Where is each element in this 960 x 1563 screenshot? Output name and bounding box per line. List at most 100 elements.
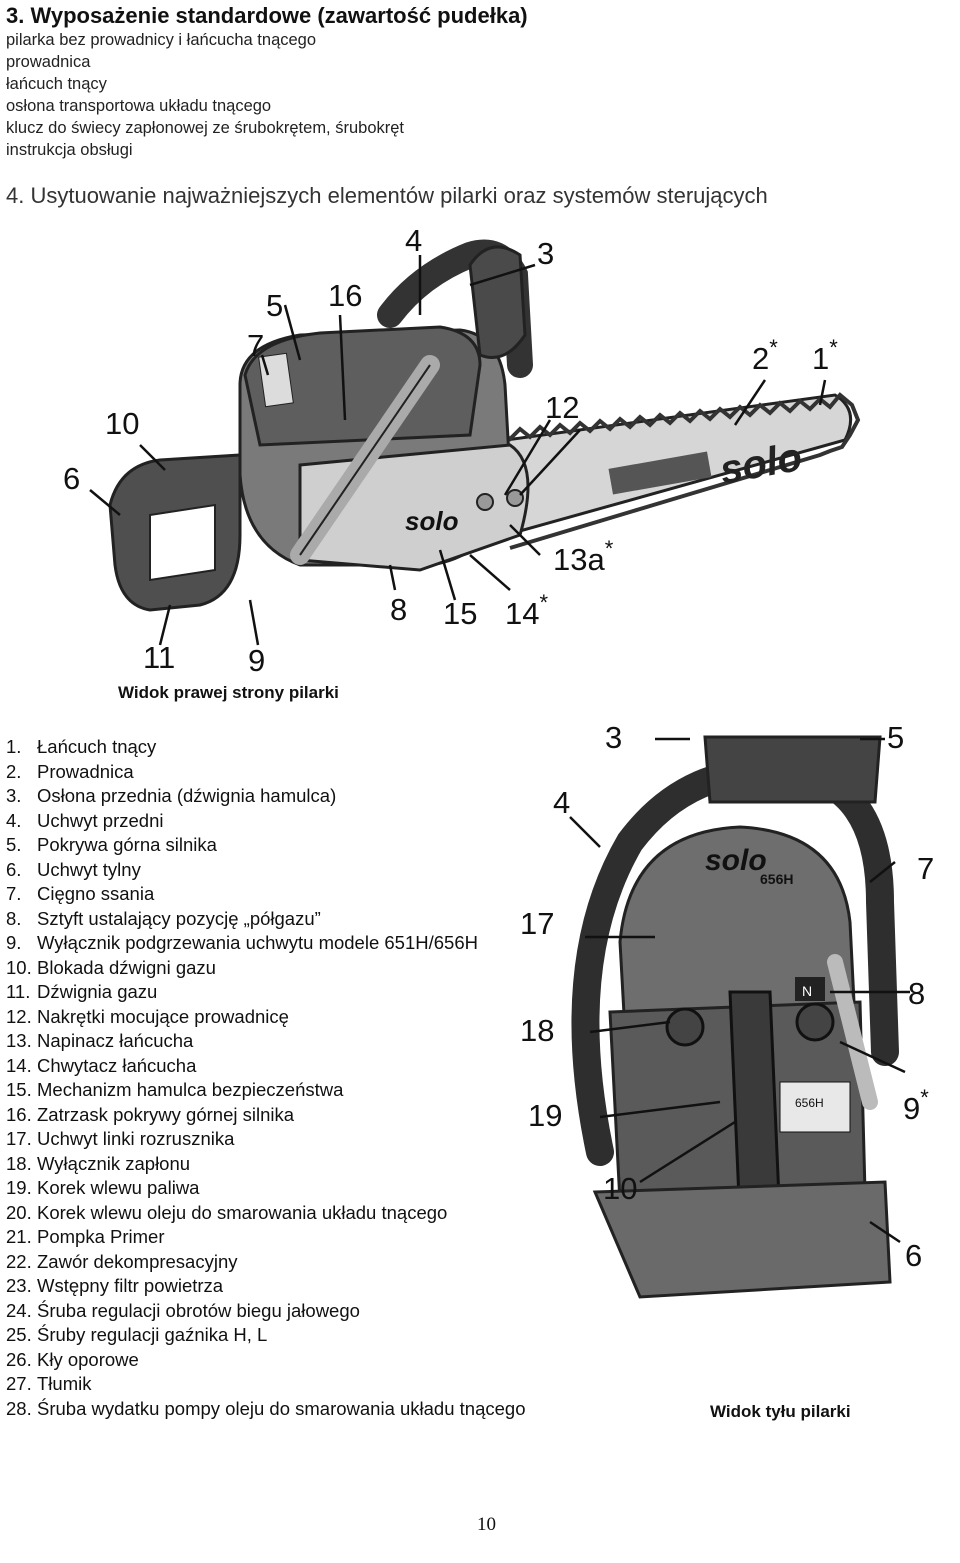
part-number: 23. <box>6 1275 32 1296</box>
list-item: prowadnica <box>6 53 91 71</box>
rear-brand-logo: solo <box>705 844 767 877</box>
list-item: 15.Mechanizm hamulca bezpieczeństwa <box>6 1078 526 1103</box>
callout-2-asterisk: * <box>769 335 778 360</box>
list-item: 12.Nakrętki mocujące prowadnicę <box>6 1005 526 1030</box>
part-number: 19. <box>6 1177 32 1198</box>
part-label: Śruba regulacji obrotów biegu jałowego <box>37 1299 360 1321</box>
list-item: 13.Napinacz łańcucha <box>6 1029 526 1054</box>
callout-7: 7 <box>247 328 265 363</box>
part-number: 17. <box>6 1128 32 1149</box>
callout-2-star: 2* <box>752 337 778 376</box>
part-label: Pompka Primer <box>37 1226 165 1247</box>
rear-label-plate-text: 656H <box>795 1096 824 1110</box>
cover-brand-logo: solo <box>405 506 459 536</box>
list-item: 3. Osłona przednia (dźwignia hamulca) <box>6 784 526 809</box>
part-number: 13. <box>6 1030 32 1051</box>
part-label: Osłona przednia (dźwignia hamulca) <box>37 785 337 806</box>
list-item: 18.Wyłącznik zapłonu <box>6 1152 526 1177</box>
list-item: 25.Śruby regulacji gaźnika H, L <box>6 1323 526 1348</box>
part-number: 10. <box>6 956 32 978</box>
callout-14: 14 <box>505 596 540 631</box>
rear-model-badge: 656H <box>760 871 793 887</box>
callout-2: 2 <box>752 341 770 376</box>
figure-rear-caption: Widok tyłu pilarki <box>710 1402 851 1421</box>
part-label: Uchwyt tylny <box>37 858 141 880</box>
list-item: 20.Korek wlewu oleju do smarowania układ… <box>6 1201 526 1226</box>
callout-3: 3 <box>537 236 555 271</box>
list-item: 16.Zatrzask pokrywy górnej silnika <box>6 1103 526 1128</box>
list-item: 26.Kły oporowe <box>6 1348 526 1373</box>
list-item: 24.Śruba regulacji obrotów biegu jałoweg… <box>6 1299 526 1324</box>
list-item: 17.Uchwyt linki rozrusznika <box>6 1127 526 1152</box>
part-label: Mechanizm hamulca bezpieczeństwa <box>37 1079 344 1100</box>
rear-callout-10: 10 <box>603 1171 638 1206</box>
list-item: 6. Uchwyt tylny <box>6 858 526 883</box>
list-item: pilarka bez prowadnicy i łańcucha tnąceg… <box>6 31 317 49</box>
rear-callout-9-asterisk: * <box>920 1085 929 1110</box>
callout-10: 10 <box>105 406 140 441</box>
part-number: 3. <box>6 785 22 806</box>
part-label: Cięgno ssania <box>37 883 155 904</box>
callout-13a-asterisk: * <box>604 536 614 561</box>
svg-text:N: N <box>802 983 812 999</box>
callout-11: 11 <box>143 640 176 675</box>
list-item: instrukcja obsługi <box>6 141 133 159</box>
part-label: Dźwignia gazu <box>37 981 158 1002</box>
part-label: Nakrętki mocujące prowadnicę <box>37 1005 289 1027</box>
part-number: 16. <box>6 1103 32 1125</box>
part-label: Blokada dźwigni gazu <box>37 956 216 978</box>
part-label: Korek wlewu paliwa <box>37 1177 200 1198</box>
part-number: 11. <box>6 981 31 1002</box>
callout-14-asterisk: * <box>539 590 549 615</box>
part-label: Prowadnica <box>37 760 134 782</box>
part-number: 20. <box>6 1201 32 1223</box>
callout-12: 12 <box>545 390 580 425</box>
list-item: 2. Prowadnica <box>6 760 526 785</box>
part-label: Sztyft ustalający pozycję „półgazu” <box>37 907 321 929</box>
rear-callout-7: 7 <box>917 851 935 886</box>
rear-callout-17: 17 <box>520 906 555 941</box>
rear-callout-9: 9 <box>903 1091 921 1126</box>
page-number: 10 <box>477 1514 496 1535</box>
part-label: Łańcuch tnący <box>37 736 157 757</box>
part-label: Pokrywa górna silnika <box>37 834 217 855</box>
callout-1-asterisk: * <box>829 335 838 360</box>
part-label: Wyłącznik zapłonu <box>37 1152 191 1174</box>
callout-13a-star: 13a* <box>553 538 613 577</box>
list-item: 9.Wyłącznik podgrzewania uchwytu modele … <box>6 931 526 956</box>
callout-14-star: 14* <box>505 592 548 631</box>
part-number: 8. <box>6 907 22 929</box>
rear-callout-3: 3 <box>605 720 623 755</box>
rear-callout-18: 18 <box>520 1013 555 1048</box>
part-label: Zatrzask pokrywy górnej silnika <box>37 1103 295 1125</box>
list-item: 21.Pompka Primer <box>6 1225 526 1250</box>
part-label: Tłumik <box>37 1373 92 1394</box>
callout-4: 4 <box>405 223 423 258</box>
part-number: 24. <box>6 1299 32 1321</box>
part-label: Napinacz łańcucha <box>37 1030 194 1051</box>
part-label: Wyłącznik podgrzewania uchwytu modele 65… <box>37 932 478 953</box>
rear-callout-6: 6 <box>905 1238 923 1273</box>
part-label: Kły oporowe <box>37 1348 139 1370</box>
list-item: 8. Sztyft ustalający pozycję „półgazu” <box>6 907 526 932</box>
rear-callout-5: 5 <box>887 720 905 755</box>
list-item: łańcuch tnący <box>6 75 107 93</box>
part-number: 6. <box>6 858 22 880</box>
part-label: Wstępny filtr powietrza <box>37 1275 224 1296</box>
callout-13a: 13a <box>553 542 605 577</box>
part-label: Śruby regulacji gaźnika H, L <box>37 1324 268 1345</box>
part-number: 15. <box>6 1079 32 1100</box>
list-item: 10.Blokada dźwigni gazu <box>6 956 526 981</box>
part-number: 1. <box>6 736 22 757</box>
callout-1-star: 1* <box>812 337 838 375</box>
part-number: 5. <box>6 834 22 855</box>
part-number: 14. <box>6 1054 32 1076</box>
box-contents-list: pilarka bez prowadnicy i łańcucha tnąceg… <box>6 29 404 161</box>
list-item: klucz do świecy zapłonowej ze śrubokręte… <box>6 119 405 137</box>
part-number: 2. <box>6 760 22 782</box>
part-number: 21. <box>6 1226 32 1247</box>
part-number: 28. <box>6 1397 32 1419</box>
part-label: Zawór dekompresacyjny <box>37 1250 238 1272</box>
part-label: Uchwyt przedni <box>37 809 164 831</box>
part-number: 4. <box>6 809 22 831</box>
